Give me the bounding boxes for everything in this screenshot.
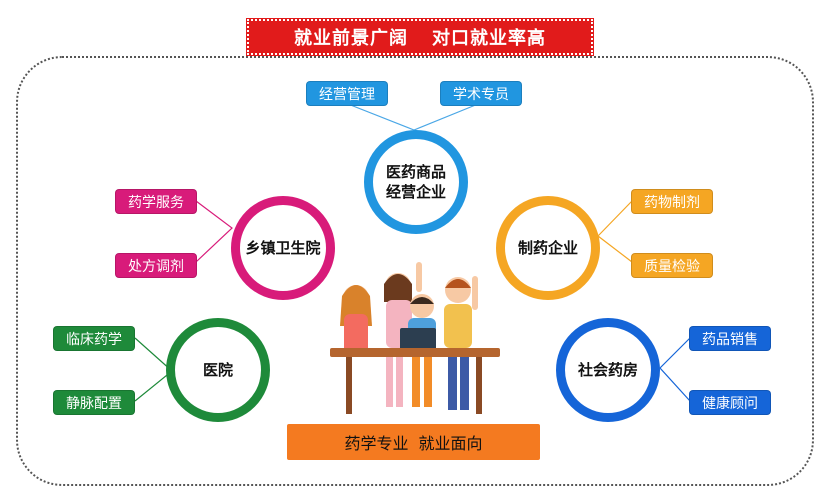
title-right: 对口就业率高 <box>432 28 546 49</box>
node-pharma-trade-line2: 经营企业 <box>385 183 446 201</box>
tag-drug-preparation: 药物制剂 <box>631 189 713 214</box>
tag-clinical-pharmacy: 临床药学 <box>53 326 135 351</box>
tag-academic-specialist: 学术专员 <box>440 81 522 106</box>
team-illustration <box>330 262 500 414</box>
node-hospital-label: 医院 <box>202 360 233 379</box>
node-community-pharmacy: 社会药房 <box>556 318 660 422</box>
tag-drug-sales: 药品销售 <box>689 326 771 351</box>
tag-iv-admixture: 静脉配置 <box>53 390 135 415</box>
node-township-health-center: 乡镇卫生院 <box>231 196 335 300</box>
tag-business-management: 经营管理 <box>306 81 388 106</box>
dotted-frame <box>16 56 814 486</box>
node-township-label: 乡镇卫生院 <box>245 238 321 257</box>
tag-prescription-dispensing: 处方调剂 <box>115 253 197 278</box>
node-manufacturer-label: 制药企业 <box>517 238 578 257</box>
title-left: 就业前景广阔 <box>294 28 408 49</box>
tag-health-advisor: 健康顾问 <box>689 390 771 415</box>
node-pharma-trade-line1: 医药商品 <box>385 162 446 181</box>
node-hospital: 医院 <box>166 318 270 422</box>
bottom-banner: 药学专业 就业面向 <box>287 424 540 460</box>
bottom-right: 就业面向 <box>418 434 483 453</box>
bottom-left: 药学专业 <box>344 434 409 453</box>
title-banner: 就业前景广阔 对口就业率高 <box>246 18 594 56</box>
node-pharma-trade-enterprise: 医药商品 经营企业 <box>364 130 468 234</box>
tag-quality-inspection: 质量检验 <box>631 253 713 278</box>
node-pharma-manufacturer: 制药企业 <box>496 196 600 300</box>
tag-pharmacy-service: 药学服务 <box>115 189 197 214</box>
node-pharmacy-label: 社会药房 <box>577 360 638 379</box>
